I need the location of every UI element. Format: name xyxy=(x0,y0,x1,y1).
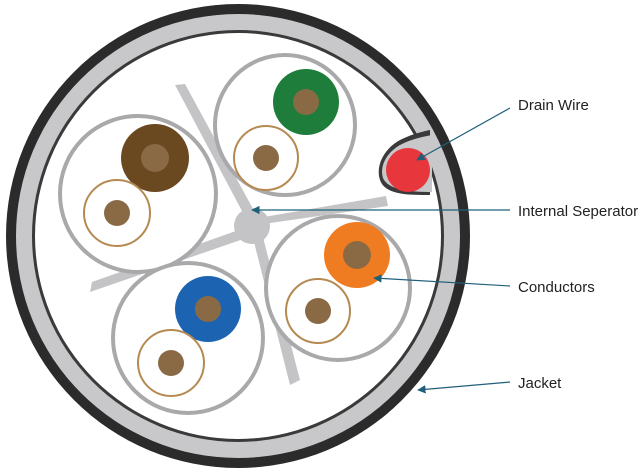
conductor-core xyxy=(158,350,184,376)
label-drain-wire: Drain Wire xyxy=(518,97,589,114)
conductor-core xyxy=(343,241,371,269)
drain-wire xyxy=(386,148,430,192)
pair-brown xyxy=(58,114,218,274)
leader-conductors xyxy=(373,274,511,287)
label-internal-separator: Internal Seperator xyxy=(518,203,638,220)
conductor-core xyxy=(253,145,279,171)
conductor-core xyxy=(305,298,331,324)
leader-jacket xyxy=(417,381,511,394)
conductor-core xyxy=(141,144,169,172)
label-conductors: Conductors xyxy=(518,279,595,296)
pair-green xyxy=(213,53,357,197)
conductor-core xyxy=(104,200,130,226)
conductor-core xyxy=(293,89,319,115)
leader-drain-wire xyxy=(416,107,511,161)
conductor-core xyxy=(195,296,221,322)
label-jacket: Jacket xyxy=(518,375,562,392)
pair-orange xyxy=(264,214,412,362)
pair-blue xyxy=(111,261,265,415)
drain-wire-pocket xyxy=(378,130,432,195)
